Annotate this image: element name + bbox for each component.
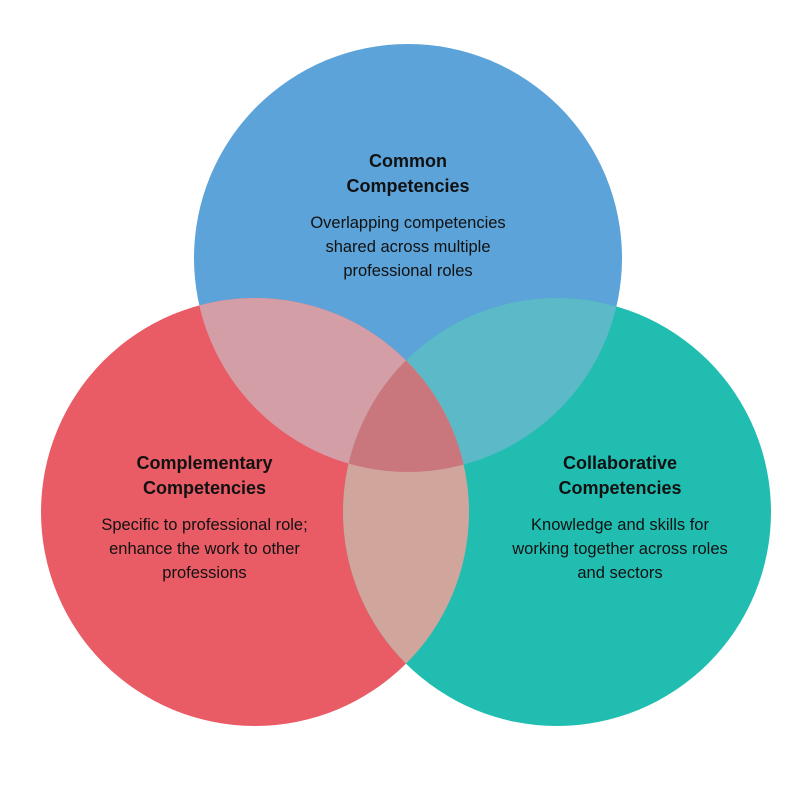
collaborative-desc-line3: and sectors	[577, 564, 663, 582]
common-desc-line1: Overlapping competencies	[310, 214, 506, 232]
collaborative-competencies-label: Collaborative Competencies Knowledge and…	[470, 451, 770, 585]
collaborative-desc-line2: working together across roles	[512, 540, 728, 558]
collaborative-title-line1: Collaborative	[562, 453, 678, 473]
overlap-common-complementary	[194, 298, 469, 472]
complementary-competencies-label: Complementary Competencies Specific to p…	[52, 451, 357, 585]
overlap-common-collaborative	[343, 298, 622, 472]
collaborative-title: Collaborative Competencies	[470, 451, 770, 501]
common-description: Overlapping competencies shared across m…	[268, 211, 548, 283]
common-desc-line2: shared across multiple	[325, 238, 491, 256]
complementary-desc-line2: enhance the work to other	[109, 540, 300, 558]
complementary-title: Complementary Competencies	[52, 451, 357, 501]
collaborative-desc-line1: Knowledge and skills for	[531, 516, 709, 534]
common-title: Common Competencies	[268, 149, 548, 199]
complementary-title-line1: Complementary	[136, 453, 273, 473]
complementary-description: Specific to professional role; enhance t…	[52, 513, 357, 585]
complementary-title-line2: Competencies	[142, 478, 267, 498]
complementary-desc-line3: professions	[162, 564, 247, 582]
common-title-line1: Common	[369, 151, 447, 171]
collaborative-description: Knowledge and skills for working togethe…	[470, 513, 770, 585]
complementary-desc-line1: Specific to professional role;	[101, 516, 308, 534]
common-title-line2: Competencies	[346, 176, 470, 196]
common-desc-line3: professional roles	[343, 262, 473, 280]
collaborative-title-line2: Competencies	[558, 478, 682, 498]
common-competencies-label: Common Competencies Overlapping competen…	[268, 149, 548, 283]
